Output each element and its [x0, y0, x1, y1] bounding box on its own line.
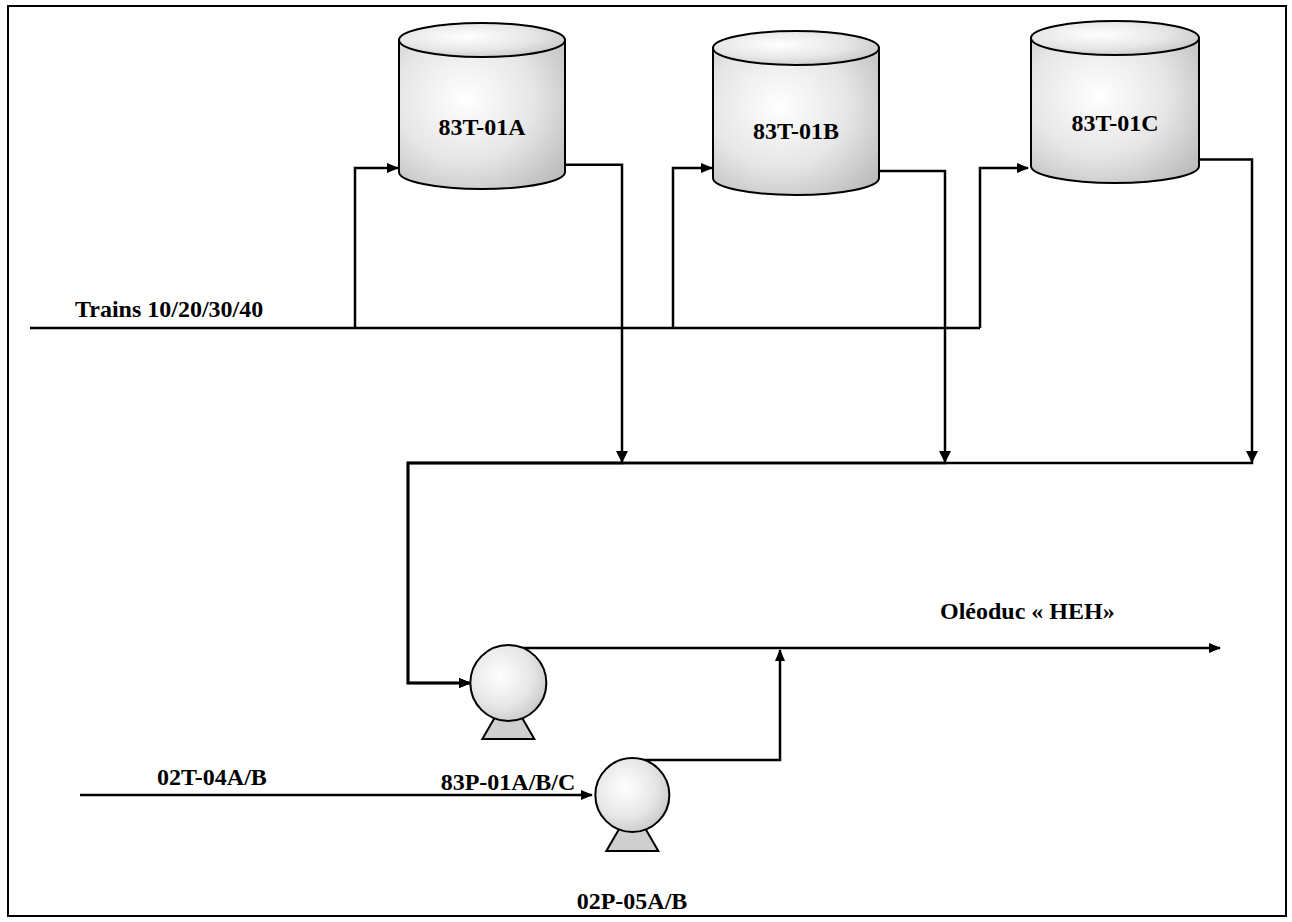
pipeline-line [508, 647, 1220, 650]
pipe-connector [408, 159, 1252, 683]
tank-tag: 83T-01A [438, 114, 525, 141]
tank-tag: 83T-01C [1071, 110, 1158, 137]
frame [8, 6, 1286, 916]
storage-tank: 83T-01C [1030, 20, 1200, 184]
line-label: Trains 10/20/30/40 [75, 296, 263, 323]
pump-symbol: 02P-05A/B [573, 756, 692, 919]
shape-outline [712, 30, 880, 198]
outlet-line [632, 650, 780, 760]
feed-branch [355, 168, 398, 328]
line-label: Oléoduc « HEH» [940, 598, 1115, 625]
storage-tank: 83T-01A [398, 22, 566, 190]
pipe-connector [408, 171, 945, 683]
pipe-connector [408, 165, 622, 683]
feed-line [30, 327, 980, 330]
pump-tag: 83P-01A/B/C [441, 769, 576, 796]
shape-outline [398, 22, 566, 192]
line-label: 02T-04A/B [157, 764, 267, 791]
feed-branch [980, 168, 1028, 328]
tank-tag: 83T-01B [753, 118, 839, 145]
pump-tag: 02P-05A/B [577, 888, 688, 915]
storage-tank: 83T-01B [712, 30, 880, 196]
pump-symbol: 83P-01A/B/C [437, 643, 580, 800]
shape-outline [1030, 20, 1200, 186]
header-arrows [616, 451, 1258, 463]
feed-branch [673, 168, 712, 328]
